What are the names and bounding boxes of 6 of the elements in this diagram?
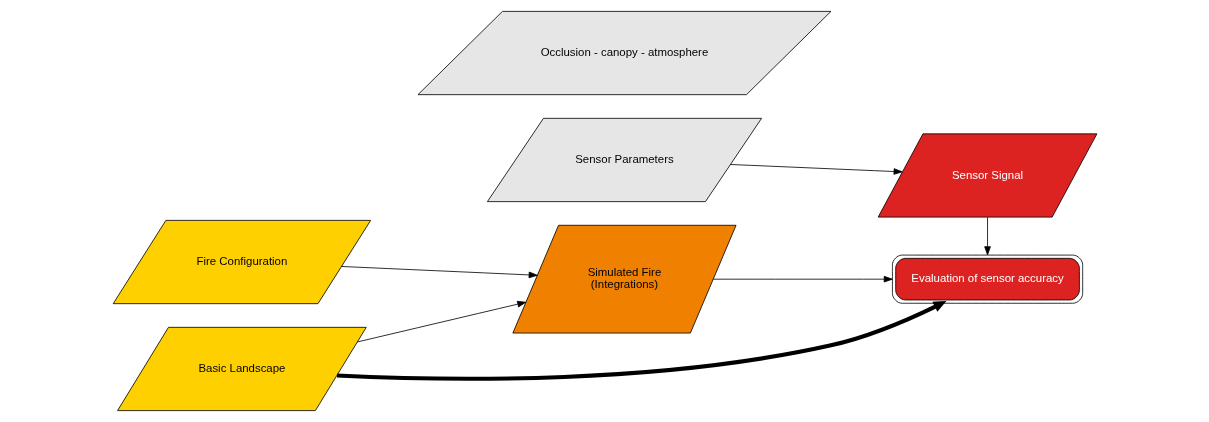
arrow xyxy=(340,266,538,279)
arrow xyxy=(336,301,946,381)
arrow xyxy=(983,216,991,256)
arrow xyxy=(356,300,526,343)
arrow xyxy=(729,164,903,175)
arrow xyxy=(712,275,893,283)
